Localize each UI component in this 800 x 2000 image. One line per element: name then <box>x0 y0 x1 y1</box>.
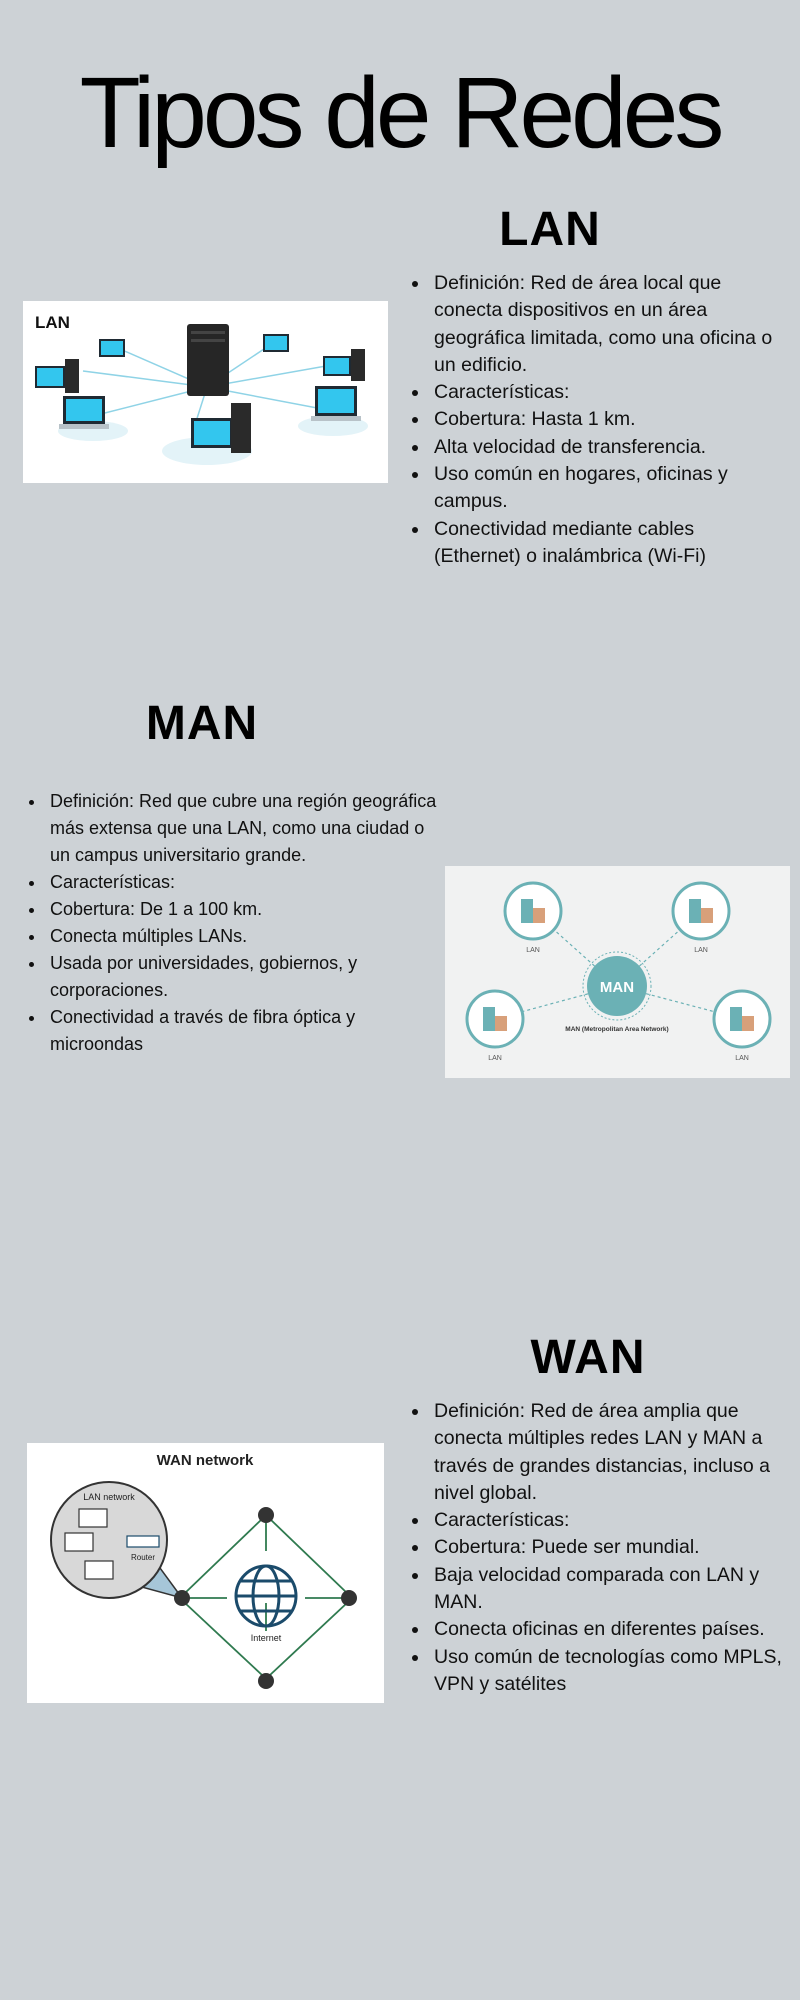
man-node-label: LAN <box>694 947 708 954</box>
lan-node-icons <box>465 881 772 1049</box>
wan-bullet: Cobertura: Puede ser mundial. <box>430 1534 800 1561</box>
lan-bullet: Definición: Red de área local que conect… <box>430 270 780 379</box>
wan-bullet: Baja velocidad comparada con LAN y MAN. <box>430 1562 800 1617</box>
man-bullet: Definición: Red que cubre una región geo… <box>46 788 440 869</box>
man-list: Definición: Red que cubre una región geo… <box>26 788 440 1058</box>
wan-bullet: Definición: Red de área amplia que conec… <box>430 1398 800 1507</box>
man-hub-icon <box>587 956 647 1016</box>
man-bullet: Cobertura: De 1 a 100 km. <box>46 896 440 923</box>
internet-label: Internet <box>251 1633 282 1643</box>
wan-lan-label: LAN network <box>83 1492 135 1502</box>
man-bullet: Conecta múltiples LANs. <box>46 923 440 950</box>
page-title: Tipos de Redes <box>79 57 725 169</box>
wan-bullet: Características: <box>430 1507 800 1534</box>
wan-heading: WAN <box>530 1331 646 1384</box>
man-node-label: LAN <box>526 947 540 954</box>
man-bullet: Usada por universidades, gobiernos, y co… <box>46 950 440 1004</box>
lan-bullet: Alta velocidad de transferencia. <box>430 434 780 461</box>
laptop-icons <box>64 1508 114 1580</box>
server-icon <box>187 324 229 396</box>
wan-list: Definición: Red de área amplia que conec… <box>410 1398 800 1698</box>
man-bullet: Características: <box>46 869 440 896</box>
router-icon <box>126 1535 160 1548</box>
man-diagram: MAN MAN (Metropolitan Area Network) LAN … <box>465 881 772 1062</box>
wan-bullet: Uso común de tecnologías como MPLS, VPN … <box>430 1644 800 1699</box>
lan-diagram-image: LAN <box>23 301 388 483</box>
lan-bullet: Cobertura: Hasta 1 km. <box>430 406 780 433</box>
computer-icons <box>35 334 365 453</box>
wan-diagram: WAN network LAN network Router <box>50 1452 357 1689</box>
lan-bullet: Uso común en hogares, oficinas y campus. <box>430 461 780 516</box>
man-bullet: Conectividad a través de fibra óptica y … <box>46 1004 440 1058</box>
man-node-label: LAN <box>488 1055 502 1062</box>
man-hub-label: MAN <box>600 979 634 996</box>
lan-bullet: Conectividad mediante cables (Ethernet) … <box>430 516 780 571</box>
wan-image-title: WAN network <box>157 1452 254 1469</box>
lan-image-label: LAN <box>35 313 70 332</box>
lan-heading: LAN <box>499 203 601 256</box>
wan-diagram-image: WAN network LAN network Router <box>27 1443 384 1703</box>
router-label: Router <box>131 1553 155 1562</box>
wan-bullet: Conecta oficinas en diferentes países. <box>430 1616 800 1643</box>
lan-bullet: Características: <box>430 379 780 406</box>
lan-diagram: LAN <box>35 313 368 465</box>
lan-list: Definición: Red de área local que conect… <box>410 270 780 570</box>
man-diagram-image: MAN MAN (Metropolitan Area Network) LAN … <box>445 866 790 1078</box>
man-caption: MAN (Metropolitan Area Network) <box>565 1026 668 1033</box>
man-heading: MAN <box>145 697 259 750</box>
man-node-label: LAN <box>735 1055 749 1062</box>
globe-icon <box>234 1564 298 1628</box>
